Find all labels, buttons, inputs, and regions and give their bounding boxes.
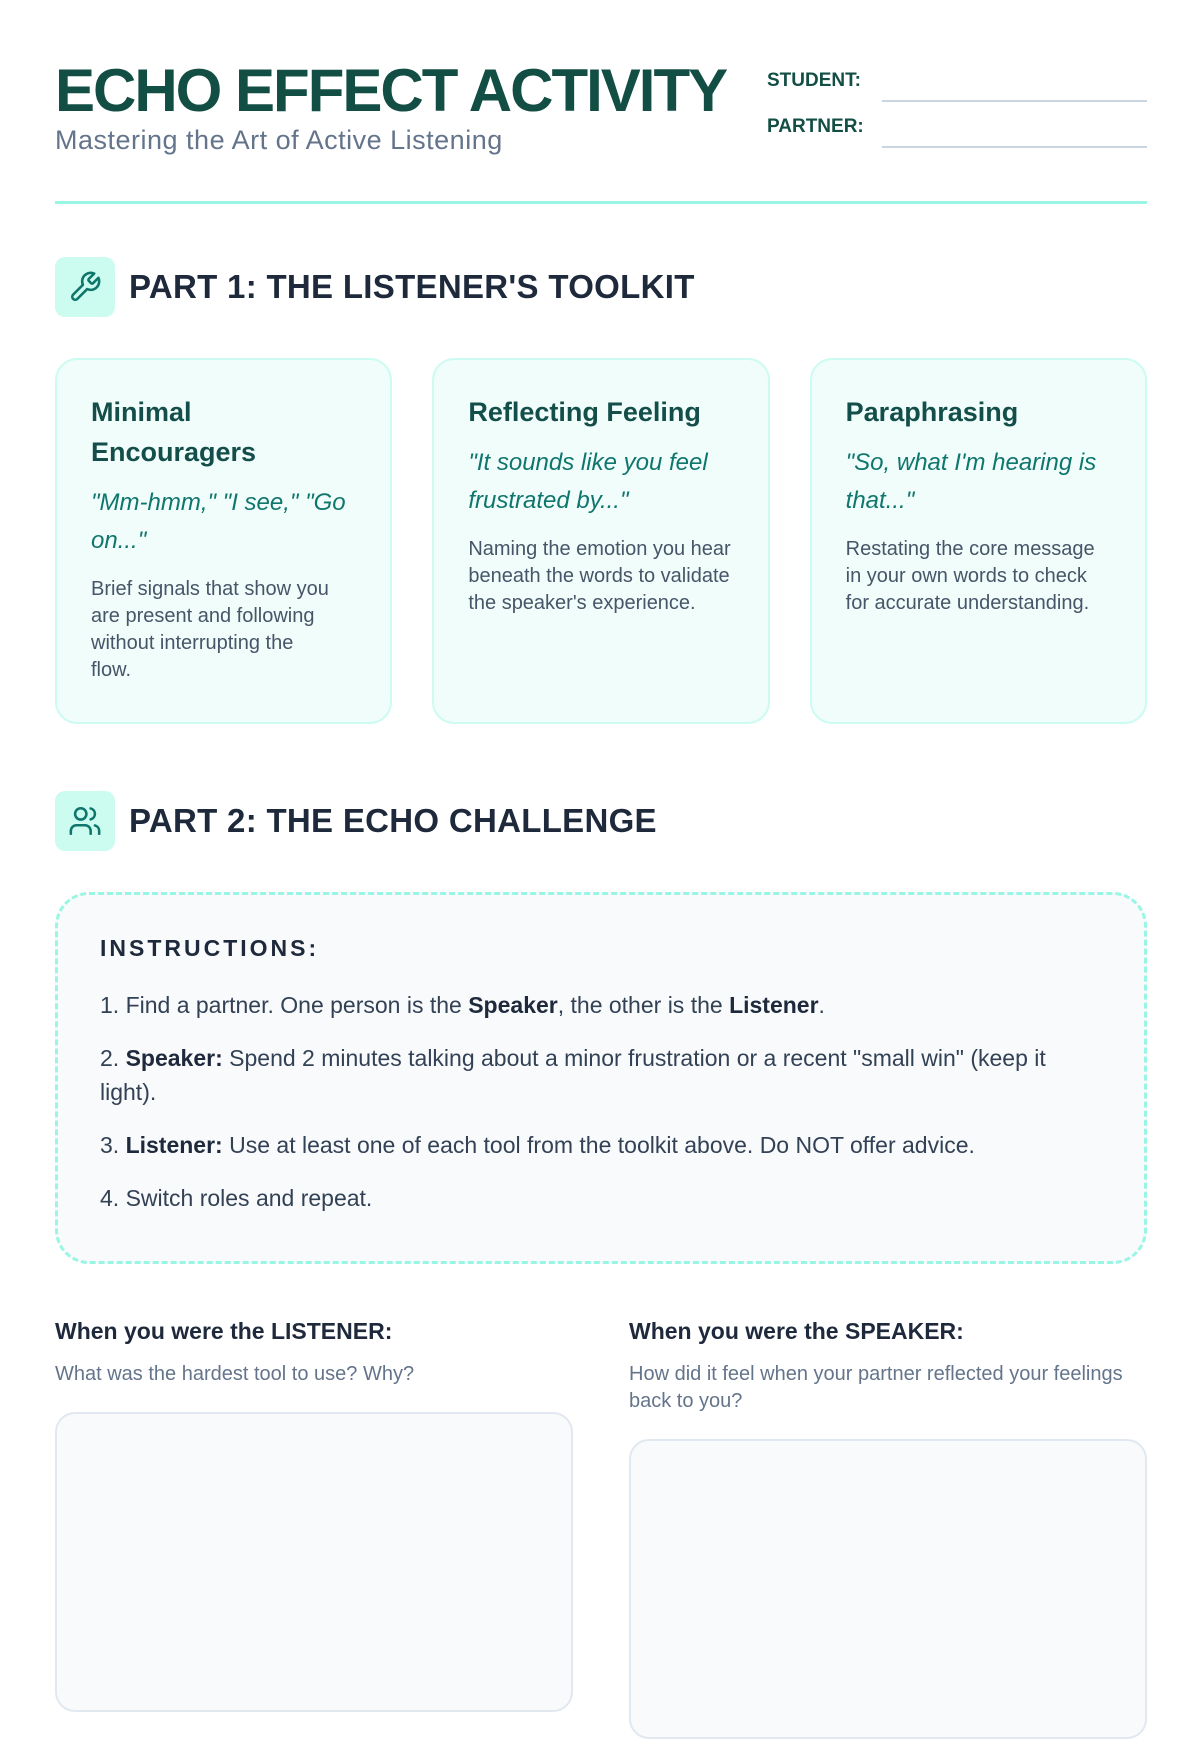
instruction-step: 2. Speaker: Spend 2 minutes talking abou… xyxy=(100,1041,1102,1109)
partner-input-line[interactable] xyxy=(882,118,1147,148)
card-quote: "So, what I'm hearing is that..." xyxy=(845,449,1097,514)
listener-answer-box[interactable] xyxy=(55,1412,573,1712)
worksheet: ECHO EFFECT ACTIVITY Mastering the Art o… xyxy=(55,0,1147,1739)
instruction-step: 4. Switch roles and repeat. xyxy=(100,1181,1102,1215)
listener-prompt: What was the hardest tool to use? Why? xyxy=(55,1363,415,1385)
toolkit-card: Paraphrasing "So, what I'm hearing is th… xyxy=(809,358,1147,724)
card-title: Paraphrasing xyxy=(845,397,1019,427)
instructions-box: INSTRUCTIONS: 1. Find a partner. One per… xyxy=(55,892,1147,1264)
speaker-answer-box[interactable] xyxy=(629,1439,1147,1739)
step-text: , the other is the xyxy=(557,992,730,1018)
header: ECHO EFFECT ACTIVITY Mastering the Art o… xyxy=(55,0,1147,204)
speaker-title: When you were the SPEAKER: xyxy=(629,1318,964,1344)
speaker-reflection: When you were the SPEAKER: How did it fe… xyxy=(629,1318,1147,1739)
listener-reflection: When you were the LISTENER: What was the… xyxy=(55,1318,573,1712)
partner-label: PARTNER: xyxy=(767,116,864,137)
step-text: 3. xyxy=(100,1132,126,1158)
part1-title: PART 1: THE LISTENER'S TOOLKIT xyxy=(129,268,695,305)
part2-heading: PART 2: THE ECHO CHALLENGE xyxy=(55,791,657,851)
step-bold: Listener: xyxy=(125,1132,223,1158)
student-label: STUDENT: xyxy=(767,70,861,91)
card-description: Restating the core message in your own w… xyxy=(845,538,1095,614)
listener-title: When you were the LISTENER: xyxy=(55,1318,393,1344)
name-fields: STUDENT: PARTNER: xyxy=(767,56,1147,148)
partner-field: PARTNER: xyxy=(767,102,1147,148)
card-description: Brief signals that show you are present … xyxy=(91,578,329,681)
card-quote: "It sounds like you feel frustrated by..… xyxy=(468,449,708,514)
card-quote: "Mm-hmm," "I see," "Go on..." xyxy=(91,489,346,554)
step-bold: Speaker: xyxy=(125,1045,223,1071)
wrench-icon xyxy=(55,257,115,317)
step-text: 2. xyxy=(100,1045,126,1071)
speaker-prompt: How did it feel when your partner reflec… xyxy=(629,1363,1123,1412)
instruction-step: 3. Listener: Use at least one of each to… xyxy=(100,1128,1102,1162)
toolkit-card: Reflecting Feeling "It sounds like you f… xyxy=(432,358,770,724)
card-title: Minimal Encouragers xyxy=(91,397,257,467)
student-input-line[interactable] xyxy=(882,72,1147,102)
card-title: Reflecting Feeling xyxy=(468,397,701,427)
step-text: . xyxy=(818,992,825,1018)
toolkit-card: Minimal Encouragers "Mm-hmm," "I see," "… xyxy=(55,358,393,724)
part2-title: PART 2: THE ECHO CHALLENGE xyxy=(129,802,657,839)
page-subtitle: Mastering the Art of Active Listening xyxy=(55,125,503,155)
page-title: ECHO EFFECT ACTIVITY xyxy=(55,57,728,124)
instruction-step: 1. Find a partner. One person is the Spe… xyxy=(100,988,1102,1022)
instructions-label: INSTRUCTIONS: xyxy=(100,935,320,961)
card-description: Naming the emotion you hear beneath the … xyxy=(468,538,731,614)
step-text: 4. Switch roles and repeat. xyxy=(100,1185,373,1211)
student-field: STUDENT: xyxy=(767,56,1147,102)
step-text: Spend 2 minutes talking about a minor fr… xyxy=(100,1045,1046,1105)
step-text: Use at least one of each tool from the t… xyxy=(222,1132,975,1158)
step-bold: Listener xyxy=(729,992,819,1018)
users-icon xyxy=(55,791,115,851)
step-bold: Speaker xyxy=(468,992,558,1018)
step-text: 1. Find a partner. One person is the xyxy=(100,992,469,1018)
part1-heading: PART 1: THE LISTENER'S TOOLKIT xyxy=(55,257,695,317)
toolkit-cards: Minimal Encouragers "Mm-hmm," "I see," "… xyxy=(55,358,1147,724)
